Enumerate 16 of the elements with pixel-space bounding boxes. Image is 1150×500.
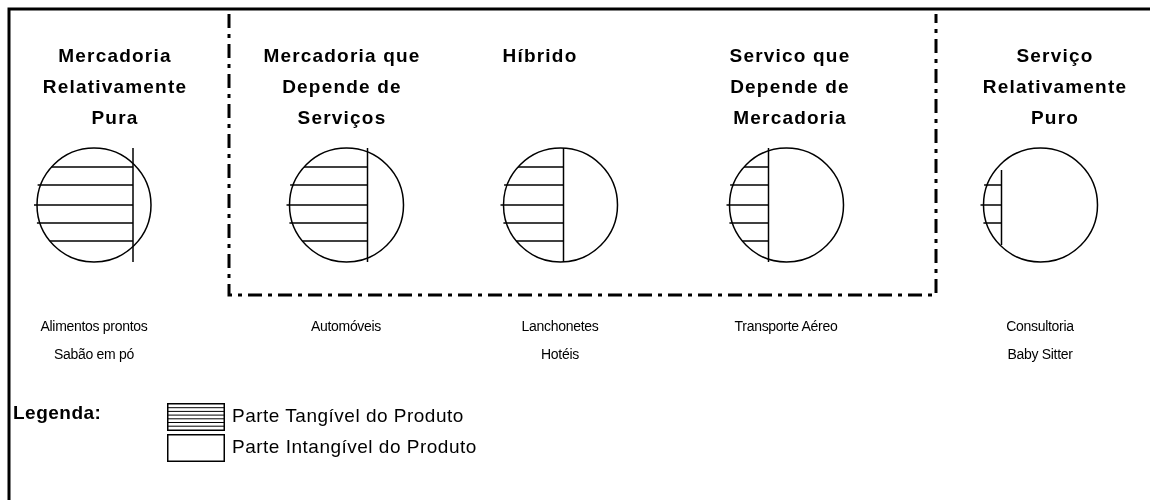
example-text: Baby Sitter <box>1007 346 1073 362</box>
legend-title: Legenda: <box>13 402 102 424</box>
example-text: Alimentos prontos <box>40 318 148 334</box>
example-text: Consultoria <box>1006 318 1074 334</box>
legend-text: Parte Intangível do Produto <box>232 436 477 458</box>
category-heading: Mercadoria que Depende de Serviços <box>262 44 422 130</box>
example-text: Lanchonetes <box>521 318 599 334</box>
category-heading: Híbrido <box>501 44 579 68</box>
example-text: Transporte Aéreo <box>734 318 838 334</box>
category-heading: Serviço Relativamente Puro <box>981 44 1129 130</box>
legend-text: Parte Tangível do Produto <box>232 405 464 427</box>
example-text: Sabão em pó <box>54 346 134 362</box>
example-text: Automóveis <box>310 318 382 334</box>
category-heading: Mercadoria Relativamente Pura <box>41 44 189 130</box>
category-heading: Servico que Depende de Mercadoria <box>728 44 852 130</box>
example-text: Hotéis <box>541 346 579 362</box>
